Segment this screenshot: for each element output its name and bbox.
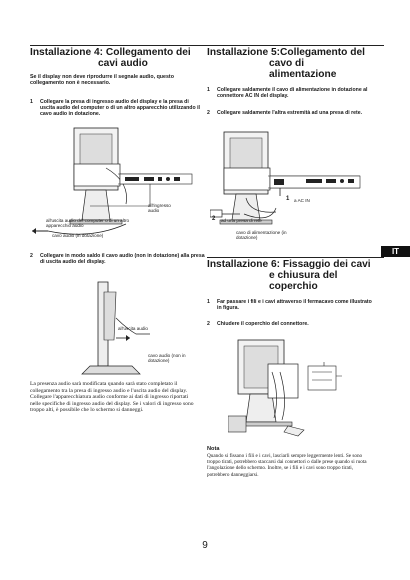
cable-note: Quando si fissano i fili e i cavi, lasci… [207, 453, 367, 478]
heading-installation-5: Installazione 5:Collegamento del cavo di… [207, 47, 387, 80]
step-text: Collegare saldamente il cavo di alimenta… [217, 87, 368, 100]
heading-installation-5-line2: cavo di [269, 58, 305, 69]
step-number: 1 [207, 87, 210, 93]
heading-rule-5 [207, 45, 384, 46]
audio-note: La presenza audio sarà modificata quando… [30, 381, 194, 414]
cable-holder-illustration [228, 339, 342, 437]
step-number: 2 [207, 110, 210, 116]
step-text: Collegare la presa di ingresso audio del… [40, 99, 200, 118]
heading-installation-6: Installazione 6: Fissaggio dei cavi e ch… [207, 259, 387, 292]
step-1-audio: 1 Collegare la presa di ingresso audio d… [30, 99, 205, 118]
label-audio-output: all'uscita audio del computer o di un al… [46, 218, 130, 229]
step-text: Far passare i fili e i cavi attraverso i… [217, 299, 372, 312]
label-power-cable: cavo di alimentazione (in dotazione) [236, 230, 287, 241]
heading-installation-6-line3: coperchio [269, 281, 318, 292]
step-1-power: 1 Collegare saldamente il cavo di alimen… [207, 87, 382, 99]
step-text: Collegare in modo saldo il cavo audio (n… [40, 253, 205, 266]
heading-installation-4: Installazione 4: Collegamento dei cavi a… [30, 47, 210, 69]
note-title: Nota [207, 446, 220, 452]
label-audio-input: all'ingresso audio [148, 203, 171, 214]
label-audio-output-2: all'uscita audio [118, 326, 148, 331]
heading-installation-4-line1: Installazione 4: Collegamento dei [30, 47, 191, 58]
label-power-outlet: ad una presa di rete [221, 218, 262, 223]
audio-output-illustration [81, 281, 150, 375]
heading-installation-4-line2: cavi audio [98, 58, 148, 69]
step-2-audio: 2 Collegare in modo saldo il cavo audio … [30, 253, 205, 265]
label-ac-in: a AC IN [294, 198, 310, 203]
power-connection-illustration [210, 131, 361, 225]
step-2-close-cover: 2 Chiudere il coperchio del connettore. [207, 321, 377, 327]
page-number: 9 [202, 540, 208, 551]
heading-installation-6-line1: Installazione 6: Fissaggio dei cavi [207, 259, 371, 270]
callout-2: 2 [212, 216, 216, 222]
label-audio-cable-2: cavo audio (non in dotazione) [148, 353, 186, 364]
audio-connection-illustration [32, 127, 193, 235]
heading-rule-6 [207, 257, 384, 258]
step-number: 1 [207, 299, 210, 305]
step-1-cable-routing: 1 Far passare i fili e i cavi attraverso… [207, 299, 377, 311]
language-tab: IT [381, 246, 410, 257]
step-number: 1 [30, 99, 33, 105]
heading-installation-6-line2: e chiusura del [269, 270, 338, 281]
step-text: Collegare saldamente l'altra estremità a… [217, 110, 363, 116]
heading-installation-5-line1: Installazione 5:Collegamento del [207, 47, 365, 58]
label-audio-cable: cavo audio (in dotazione) [52, 233, 104, 238]
step-text: Chiudere il coperchio del connettore. [217, 321, 309, 327]
audio-intro: Se il display non deve riprodurre il seg… [30, 74, 174, 87]
step-number: 2 [30, 253, 33, 259]
callout-1: 1 [286, 196, 290, 202]
heading-rule-left [30, 45, 208, 46]
heading-installation-5-line3: alimentazione [269, 69, 337, 80]
step-2-power: 2 Collegare saldamente l'altra estremità… [207, 110, 382, 116]
step-number: 2 [207, 321, 210, 327]
